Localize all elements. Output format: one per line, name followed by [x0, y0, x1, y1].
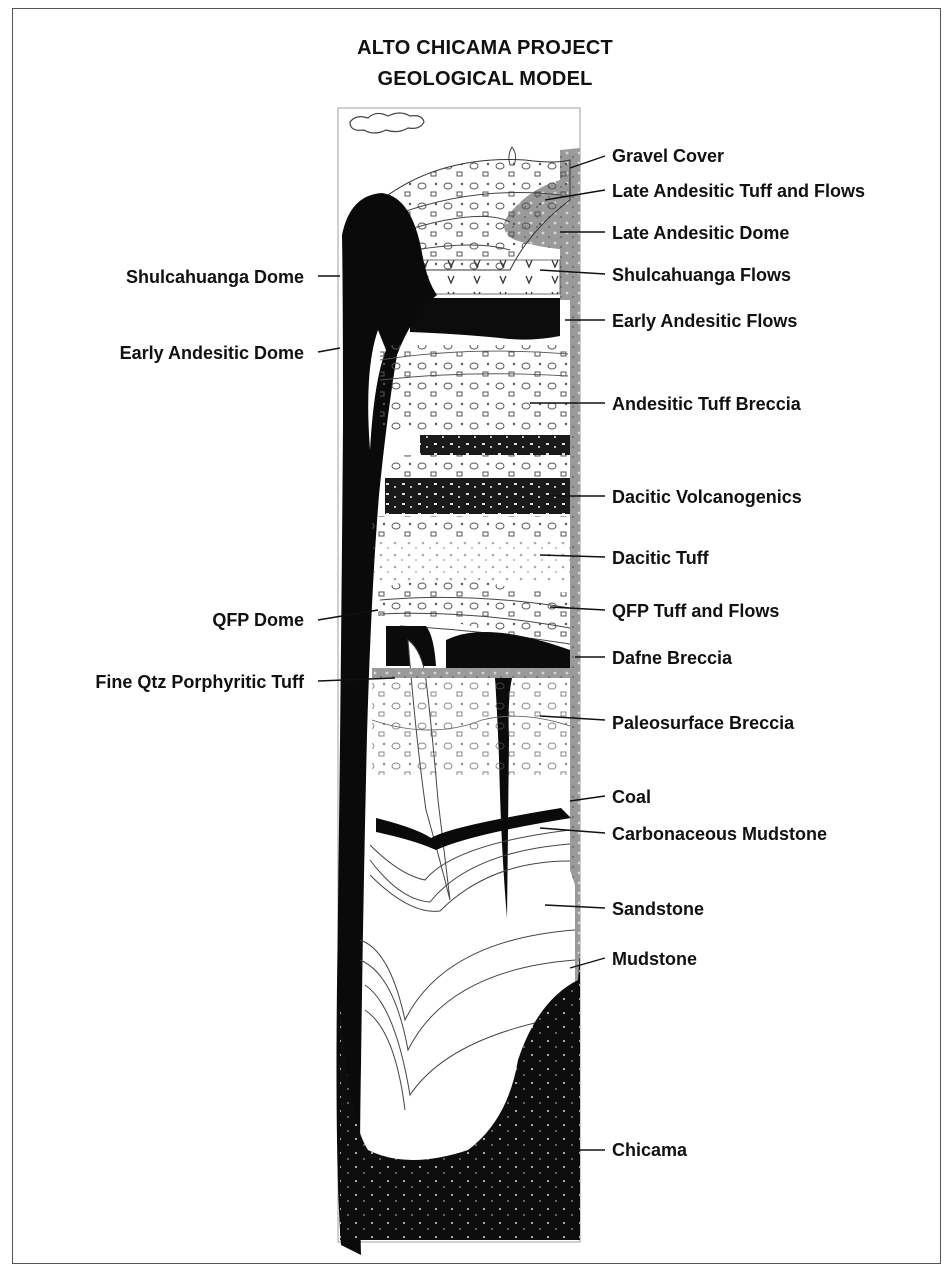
label-carbonaceous-mudstone: Carbonaceous Mudstone [612, 824, 827, 844]
label-fine-qtz-porphyritic-tuff: Fine Qtz Porphyritic Tuff [95, 672, 304, 692]
label-gravel-cover: Gravel Cover [612, 146, 724, 166]
label-late-andesitic-dome: Late Andesitic Dome [612, 223, 789, 243]
label-qfp-dome: QFP Dome [212, 610, 304, 630]
label-chicama: Chicama [612, 1140, 687, 1160]
label-dacitic-tuff: Dacitic Tuff [612, 548, 709, 568]
label-sandstone: Sandstone [612, 899, 704, 919]
label-dacitic-volcanogenics: Dacitic Volcanogenics [612, 487, 802, 507]
label-qfp-tuff-and-flows: QFP Tuff and Flows [612, 601, 779, 621]
label-late-andesitic-tuff-and-flows: Late Andesitic Tuff and Flows [612, 181, 865, 201]
label-andesitic-tuff-breccia: Andesitic Tuff Breccia [612, 394, 801, 414]
label-mudstone: Mudstone [612, 949, 697, 969]
label-early-andesitic-dome: Early Andesitic Dome [120, 343, 304, 363]
label-shulcahuanga-dome: Shulcahuanga Dome [126, 267, 304, 287]
label-shulcahuanga-flows: Shulcahuanga Flows [612, 265, 791, 285]
label-dafne-breccia: Dafne Breccia [612, 648, 732, 668]
label-paleosurface-breccia: Paleosurface Breccia [612, 713, 794, 733]
label-coal: Coal [612, 787, 651, 807]
label-early-andesitic-flows: Early Andesitic Flows [612, 311, 797, 331]
